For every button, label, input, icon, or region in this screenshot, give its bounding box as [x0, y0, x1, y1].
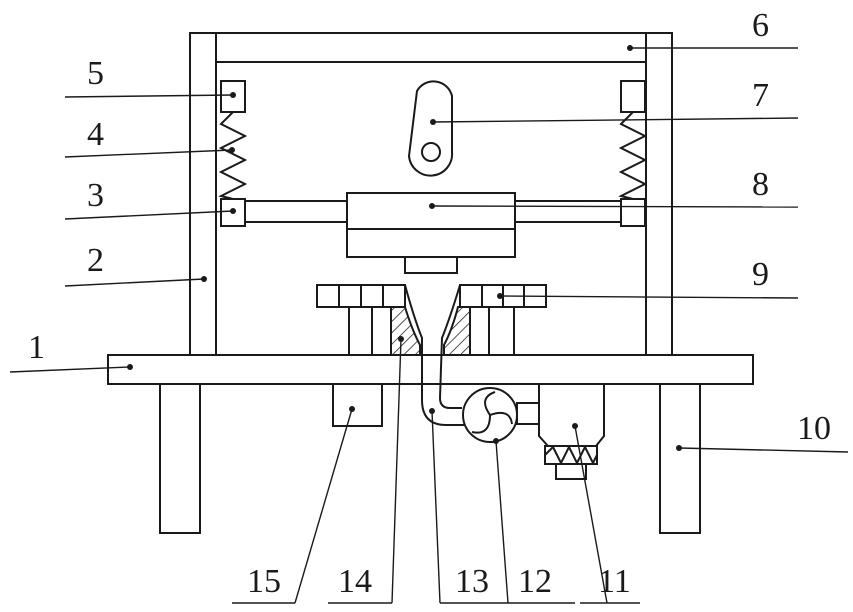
collector-box [539, 384, 604, 446]
moving-head-upper [347, 193, 515, 229]
right-inner-support [470, 307, 489, 355]
right-leg [660, 383, 700, 533]
left-column [190, 33, 216, 355]
moving-head-lower [347, 229, 515, 257]
table-plate [108, 355, 753, 384]
left-guide-rod [245, 201, 347, 222]
callout-8: 8 [752, 166, 769, 203]
callout-4: 4 [87, 116, 104, 153]
fan-outlet [517, 403, 539, 424]
callout-11: 11 [598, 563, 631, 600]
callout-14: 14 [338, 563, 372, 600]
left-funnel-wall [391, 307, 420, 355]
left-leg [160, 383, 200, 533]
top-beam [216, 33, 646, 62]
right-outer-support [489, 307, 514, 355]
callout-7: 7 [752, 77, 769, 114]
right-funnel-wall [444, 307, 470, 355]
callout-13: 13 [455, 563, 489, 600]
callout-10: 10 [797, 410, 831, 447]
callout-2: 2 [87, 242, 104, 279]
right-upper-block [621, 81, 645, 112]
cam-shaft-hole [422, 143, 440, 161]
collector-outlet [556, 464, 586, 479]
callout-12: 12 [518, 563, 552, 600]
callout-5: 5 [87, 55, 104, 92]
right-slider-block [621, 199, 645, 226]
callout-3: 3 [87, 177, 104, 214]
callout-6: 6 [752, 7, 769, 44]
left-spring [221, 112, 245, 199]
left-inner-support [372, 307, 391, 355]
right-spring [621, 112, 645, 199]
callout-9: 9 [752, 256, 769, 293]
press-block [405, 257, 457, 273]
motor [333, 384, 382, 426]
callout-1: 1 [28, 329, 45, 366]
left-outer-support [349, 307, 372, 355]
callout-15: 15 [247, 563, 281, 600]
right-column [646, 33, 672, 355]
right-guide-rod [515, 201, 621, 222]
